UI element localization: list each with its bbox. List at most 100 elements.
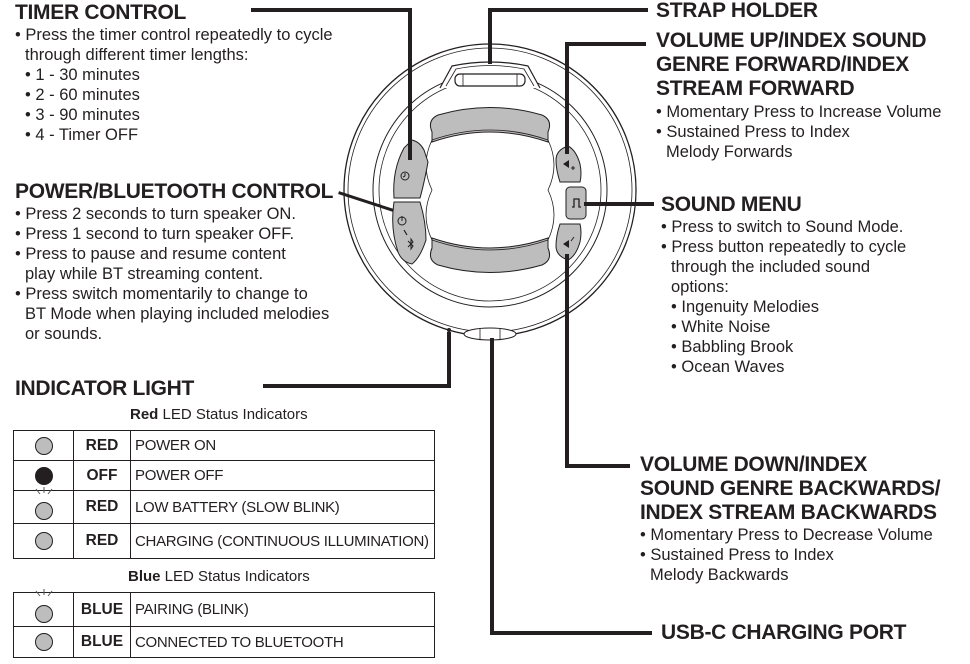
blue-caption-bold: Blue xyxy=(128,568,161,585)
led-color-cell: OFF xyxy=(73,460,131,491)
led-description-cell: LOW BATTERY (SLOW BLINK) xyxy=(130,490,435,524)
power-bluetooth-title: POWER/BLUETOOTH CONTROL xyxy=(15,180,334,203)
leader-indicator xyxy=(263,332,451,388)
led-on-icon xyxy=(34,633,53,652)
volume-up-desc: • Sustained Press to Index xyxy=(656,123,850,141)
volume-up-title: VOLUME UP/INDEX SOUND xyxy=(656,29,927,52)
leader-volume-down xyxy=(565,254,630,468)
blink-rays-icon xyxy=(35,486,52,495)
leader-timer xyxy=(251,8,412,160)
clock-icon xyxy=(400,171,410,181)
sound-desc-line: through the included sound xyxy=(671,258,871,276)
sound-menu-title: SOUND MENU xyxy=(661,193,802,216)
timer-control-callout: TIMER CONTROL • Press the timer control … xyxy=(15,1,333,145)
led-on-icon xyxy=(34,436,53,455)
volume-down-title: VOLUME DOWN/INDEX xyxy=(640,453,868,476)
timer-desc-line: through different timer lengths: xyxy=(25,46,249,64)
led-color-cell: RED xyxy=(73,430,131,461)
blue-caption-rest: LED Status Indicators xyxy=(160,568,310,585)
timer-option: • 1 - 30 minutes xyxy=(25,66,140,84)
volume-up-callout: VOLUME UP/INDEX SOUND GENRE FORWARD/INDE… xyxy=(656,29,941,162)
led-blink-icon xyxy=(34,502,53,521)
led-icon-cell xyxy=(13,589,74,627)
timer-option: • 4 - Timer OFF xyxy=(25,126,139,144)
volume-down-callout: VOLUME DOWN/INDEX SOUND GENRE BACKWARDS/… xyxy=(640,453,941,585)
sound-menu-callout: SOUND MENU • Press to switch to Sound Mo… xyxy=(661,193,906,377)
volume-down-desc: • Momentary Press to Decrease Volume xyxy=(640,526,933,544)
speaker-minus-icon xyxy=(563,236,575,248)
led-color-cell: RED xyxy=(73,523,131,559)
strap-holder xyxy=(439,61,541,89)
power-bluetooth-callout: POWER/BLUETOOTH CONTROL • Press 2 second… xyxy=(15,180,334,344)
volume-down-title: INDEX STREAM BACKWARDS xyxy=(640,501,937,524)
led-description-cell: POWER ON xyxy=(130,430,435,461)
volume-down-desc: • Sustained Press to Index xyxy=(640,546,834,564)
volume-up-desc: Melody Forwards xyxy=(666,143,793,161)
sound-desc-line: • Press to switch to Sound Mode. xyxy=(661,218,904,236)
speaker-plus-icon xyxy=(563,160,575,170)
indicator-light xyxy=(447,328,451,332)
strap-holder-title: STRAP HOLDER xyxy=(656,0,818,22)
volume-up-button[interactable] xyxy=(555,145,582,183)
led-description-cell: PAIRING (BLINK) xyxy=(130,592,435,627)
sound-option: • White Noise xyxy=(671,318,771,336)
power-desc-line: • Press to pause and resume content xyxy=(15,245,286,263)
leader-volume-up xyxy=(565,42,646,154)
sound-option: • Ocean Waves xyxy=(671,358,785,376)
inner-face xyxy=(425,129,555,251)
power-desc-line: • Press 2 seconds to turn speaker ON. xyxy=(15,205,296,223)
power-bluetooth-icon xyxy=(397,216,414,251)
led-description-cell: CONNECTED TO BLUETOOTH xyxy=(130,626,435,658)
power-bluetooth-button[interactable] xyxy=(392,201,427,265)
power-desc-line: BT Mode when playing included melodies xyxy=(25,305,330,323)
led-description-cell: POWER OFF xyxy=(130,460,435,491)
sound-menu-button[interactable] xyxy=(565,186,587,220)
sound-desc-line: • Press button repeatedly to cycle xyxy=(661,238,907,256)
power-desc-line: play while BT streaming content. xyxy=(25,265,264,283)
led-icon-cell xyxy=(13,523,74,559)
timer-desc-line: • Press the timer control repeatedly to … xyxy=(15,26,333,44)
led-icon-cell xyxy=(13,486,74,524)
led-icon-cell xyxy=(13,626,74,658)
led-color-cell: RED xyxy=(73,490,131,524)
blue-led-caption: Blue LED Status Indicators xyxy=(128,568,310,585)
timer-button[interactable] xyxy=(393,139,429,199)
volume-up-desc: • Momentary Press to Increase Volume xyxy=(656,103,942,121)
volume-down-title: SOUND GENRE BACKWARDS/ xyxy=(640,477,941,500)
top-grille xyxy=(430,107,550,143)
sound-option: • Ingenuity Melodies xyxy=(671,298,819,316)
led-blink-icon xyxy=(34,604,53,623)
power-desc-line: • Press switch momentarily to change to xyxy=(15,285,308,303)
led-color-cell: BLUE xyxy=(73,626,131,658)
sound-desc-line: options: xyxy=(671,278,729,296)
red-caption-rest: LED Status Indicators xyxy=(158,406,308,423)
timer-option: • 2 - 60 minutes xyxy=(25,86,140,104)
leader-power xyxy=(338,191,394,212)
led-on-icon xyxy=(34,532,53,551)
volume-up-title: STREAM FORWARD xyxy=(656,77,855,100)
led-description-cell: CHARGING (CONTINUOUS ILLUMINATION) xyxy=(130,523,435,559)
led-color-cell: BLUE xyxy=(73,592,131,627)
timer-control-title: TIMER CONTROL xyxy=(15,1,187,24)
timer-option: • 3 - 90 minutes xyxy=(25,106,140,124)
music-note-icon xyxy=(572,198,581,208)
bottom-grille xyxy=(430,237,550,273)
sound-option: • Babbling Brook xyxy=(671,338,794,356)
volume-up-title: GENRE FORWARD/INDEX xyxy=(656,53,909,76)
led-icon-cell xyxy=(13,430,74,461)
red-led-caption: Red LED Status Indicators xyxy=(130,406,308,423)
indicator-light-title: INDICATOR LIGHT xyxy=(15,377,195,400)
leader-usb xyxy=(490,338,652,635)
leader-strap xyxy=(488,8,648,64)
power-desc-line: or sounds. xyxy=(25,325,103,343)
red-caption-bold: Red xyxy=(130,406,159,423)
